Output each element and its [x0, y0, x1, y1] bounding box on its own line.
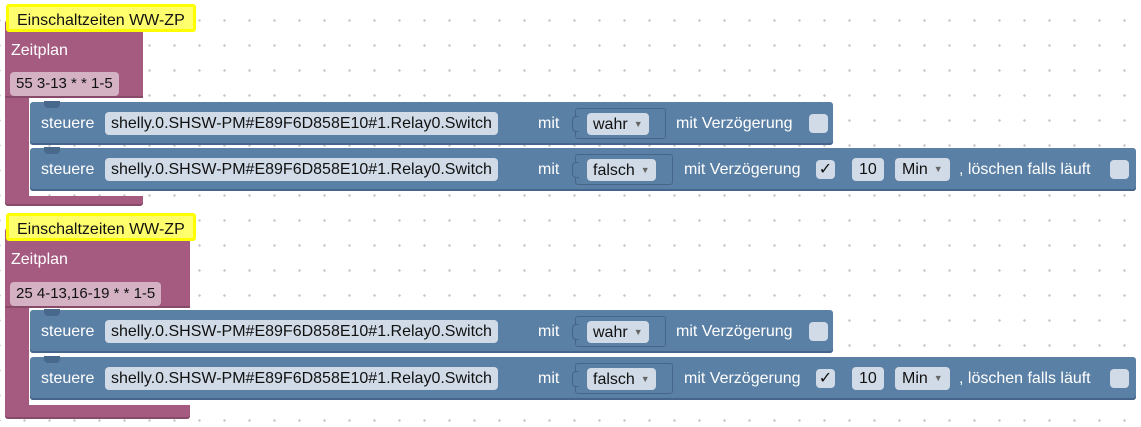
- value-socket: falsch ▼: [572, 154, 673, 185]
- delay-checkbox[interactable]: [809, 322, 828, 341]
- steuere-label: steuere: [41, 323, 95, 340]
- value-dropdown[interactable]: falsch ▼: [587, 368, 656, 390]
- socket-tab: [572, 324, 579, 340]
- steuere-label: steuere: [41, 161, 95, 178]
- schedule-title: Zeitplan: [11, 251, 68, 268]
- schedule-block-footer: [5, 196, 143, 206]
- value-dropdown[interactable]: wahr ▼: [587, 321, 649, 343]
- schedule-title: Zeitplan: [11, 42, 68, 59]
- value-dropdown-label: wahr: [593, 324, 628, 341]
- delay-value-input[interactable]: 10: [852, 158, 884, 181]
- block-notch: [44, 356, 60, 363]
- delay-label: mit Verzögerung: [684, 370, 801, 387]
- checkmark-icon: ✓: [818, 370, 833, 387]
- block-notch: [44, 101, 60, 108]
- schedule-block-spine: [5, 308, 29, 411]
- value-socket: wahr ▼: [572, 108, 666, 139]
- steuere-label: steuere: [41, 370, 95, 387]
- socket-tab: [572, 162, 579, 178]
- triangle-down-icon: ▼: [933, 373, 943, 383]
- delay-checkbox[interactable]: [809, 114, 828, 133]
- object-id-field[interactable]: shelly.0.SHSW-PM#E89F6D858E10#1.Relay0.S…: [105, 320, 498, 343]
- control-block[interactable]: steuere shelly.0.SHSW-PM#E89F6D858E10#1.…: [30, 101, 833, 145]
- cron-input[interactable]: 25 4-13,16-19 * * 1-5: [10, 282, 162, 306]
- object-id-field[interactable]: shelly.0.SHSW-PM#E89F6D858E10#1.Relay0.S…: [105, 112, 498, 135]
- mit-label: mit: [538, 370, 560, 387]
- comment-label[interactable]: Einschaltzeiten WW-ZP: [6, 4, 196, 32]
- value-dropdown[interactable]: wahr ▼: [587, 113, 649, 135]
- delay-value-input[interactable]: 10: [852, 367, 884, 390]
- mit-label: mit: [538, 115, 560, 132]
- value-socket: wahr ▼: [572, 316, 666, 347]
- delay-unit-label: Min: [902, 161, 928, 178]
- control-block[interactable]: steuere shelly.0.SHSW-PM#E89F6D858E10#1.…: [30, 356, 1136, 400]
- block-notch: [44, 309, 60, 316]
- socket-tab: [572, 371, 579, 387]
- triangle-down-icon: ▼: [640, 165, 650, 175]
- clear-running-label: , löschen falls läuft: [959, 370, 1091, 387]
- clear-running-checkbox[interactable]: [1110, 160, 1129, 179]
- triangle-down-icon: ▼: [640, 374, 650, 384]
- mit-label: mit: [538, 161, 560, 178]
- mit-label: mit: [538, 323, 560, 340]
- socket-tab: [572, 116, 579, 132]
- schedule-block-footer: [5, 405, 190, 419]
- control-block[interactable]: steuere shelly.0.SHSW-PM#E89F6D858E10#1.…: [30, 147, 1136, 191]
- delay-label: mit Verzögerung: [676, 115, 793, 132]
- clear-running-checkbox[interactable]: [1110, 369, 1129, 388]
- value-dropdown-label: falsch: [593, 371, 635, 388]
- triangle-down-icon: ▼: [633, 327, 643, 337]
- value-dropdown-label: wahr: [593, 116, 628, 133]
- delay-checkbox[interactable]: ✓: [816, 160, 835, 179]
- steuere-label: steuere: [41, 115, 95, 132]
- delay-unit-label: Min: [902, 370, 928, 387]
- triangle-down-icon: ▼: [633, 119, 643, 129]
- value-dropdown[interactable]: falsch ▼: [587, 159, 656, 181]
- delay-unit-dropdown[interactable]: Min ▼: [895, 158, 950, 181]
- block-notch: [44, 147, 60, 154]
- object-id-field[interactable]: shelly.0.SHSW-PM#E89F6D858E10#1.Relay0.S…: [105, 367, 498, 390]
- checkmark-icon: ✓: [818, 161, 833, 178]
- schedule-block-spine: [5, 98, 29, 202]
- value-dropdown-label: falsch: [593, 162, 635, 179]
- cron-input[interactable]: 55 3-13 * * 1-5: [10, 72, 119, 96]
- delay-checkbox[interactable]: ✓: [816, 369, 835, 388]
- delay-unit-dropdown[interactable]: Min ▼: [895, 367, 950, 390]
- delay-label: mit Verzögerung: [684, 161, 801, 178]
- delay-label: mit Verzögerung: [676, 323, 793, 340]
- triangle-down-icon: ▼: [933, 164, 943, 174]
- control-block[interactable]: steuere shelly.0.SHSW-PM#E89F6D858E10#1.…: [30, 309, 833, 353]
- object-id-field[interactable]: shelly.0.SHSW-PM#E89F6D858E10#1.Relay0.S…: [105, 158, 498, 181]
- comment-label[interactable]: Einschaltzeiten WW-ZP: [6, 213, 196, 241]
- value-socket: falsch ▼: [572, 363, 673, 394]
- clear-running-label: , löschen falls läuft: [959, 161, 1091, 178]
